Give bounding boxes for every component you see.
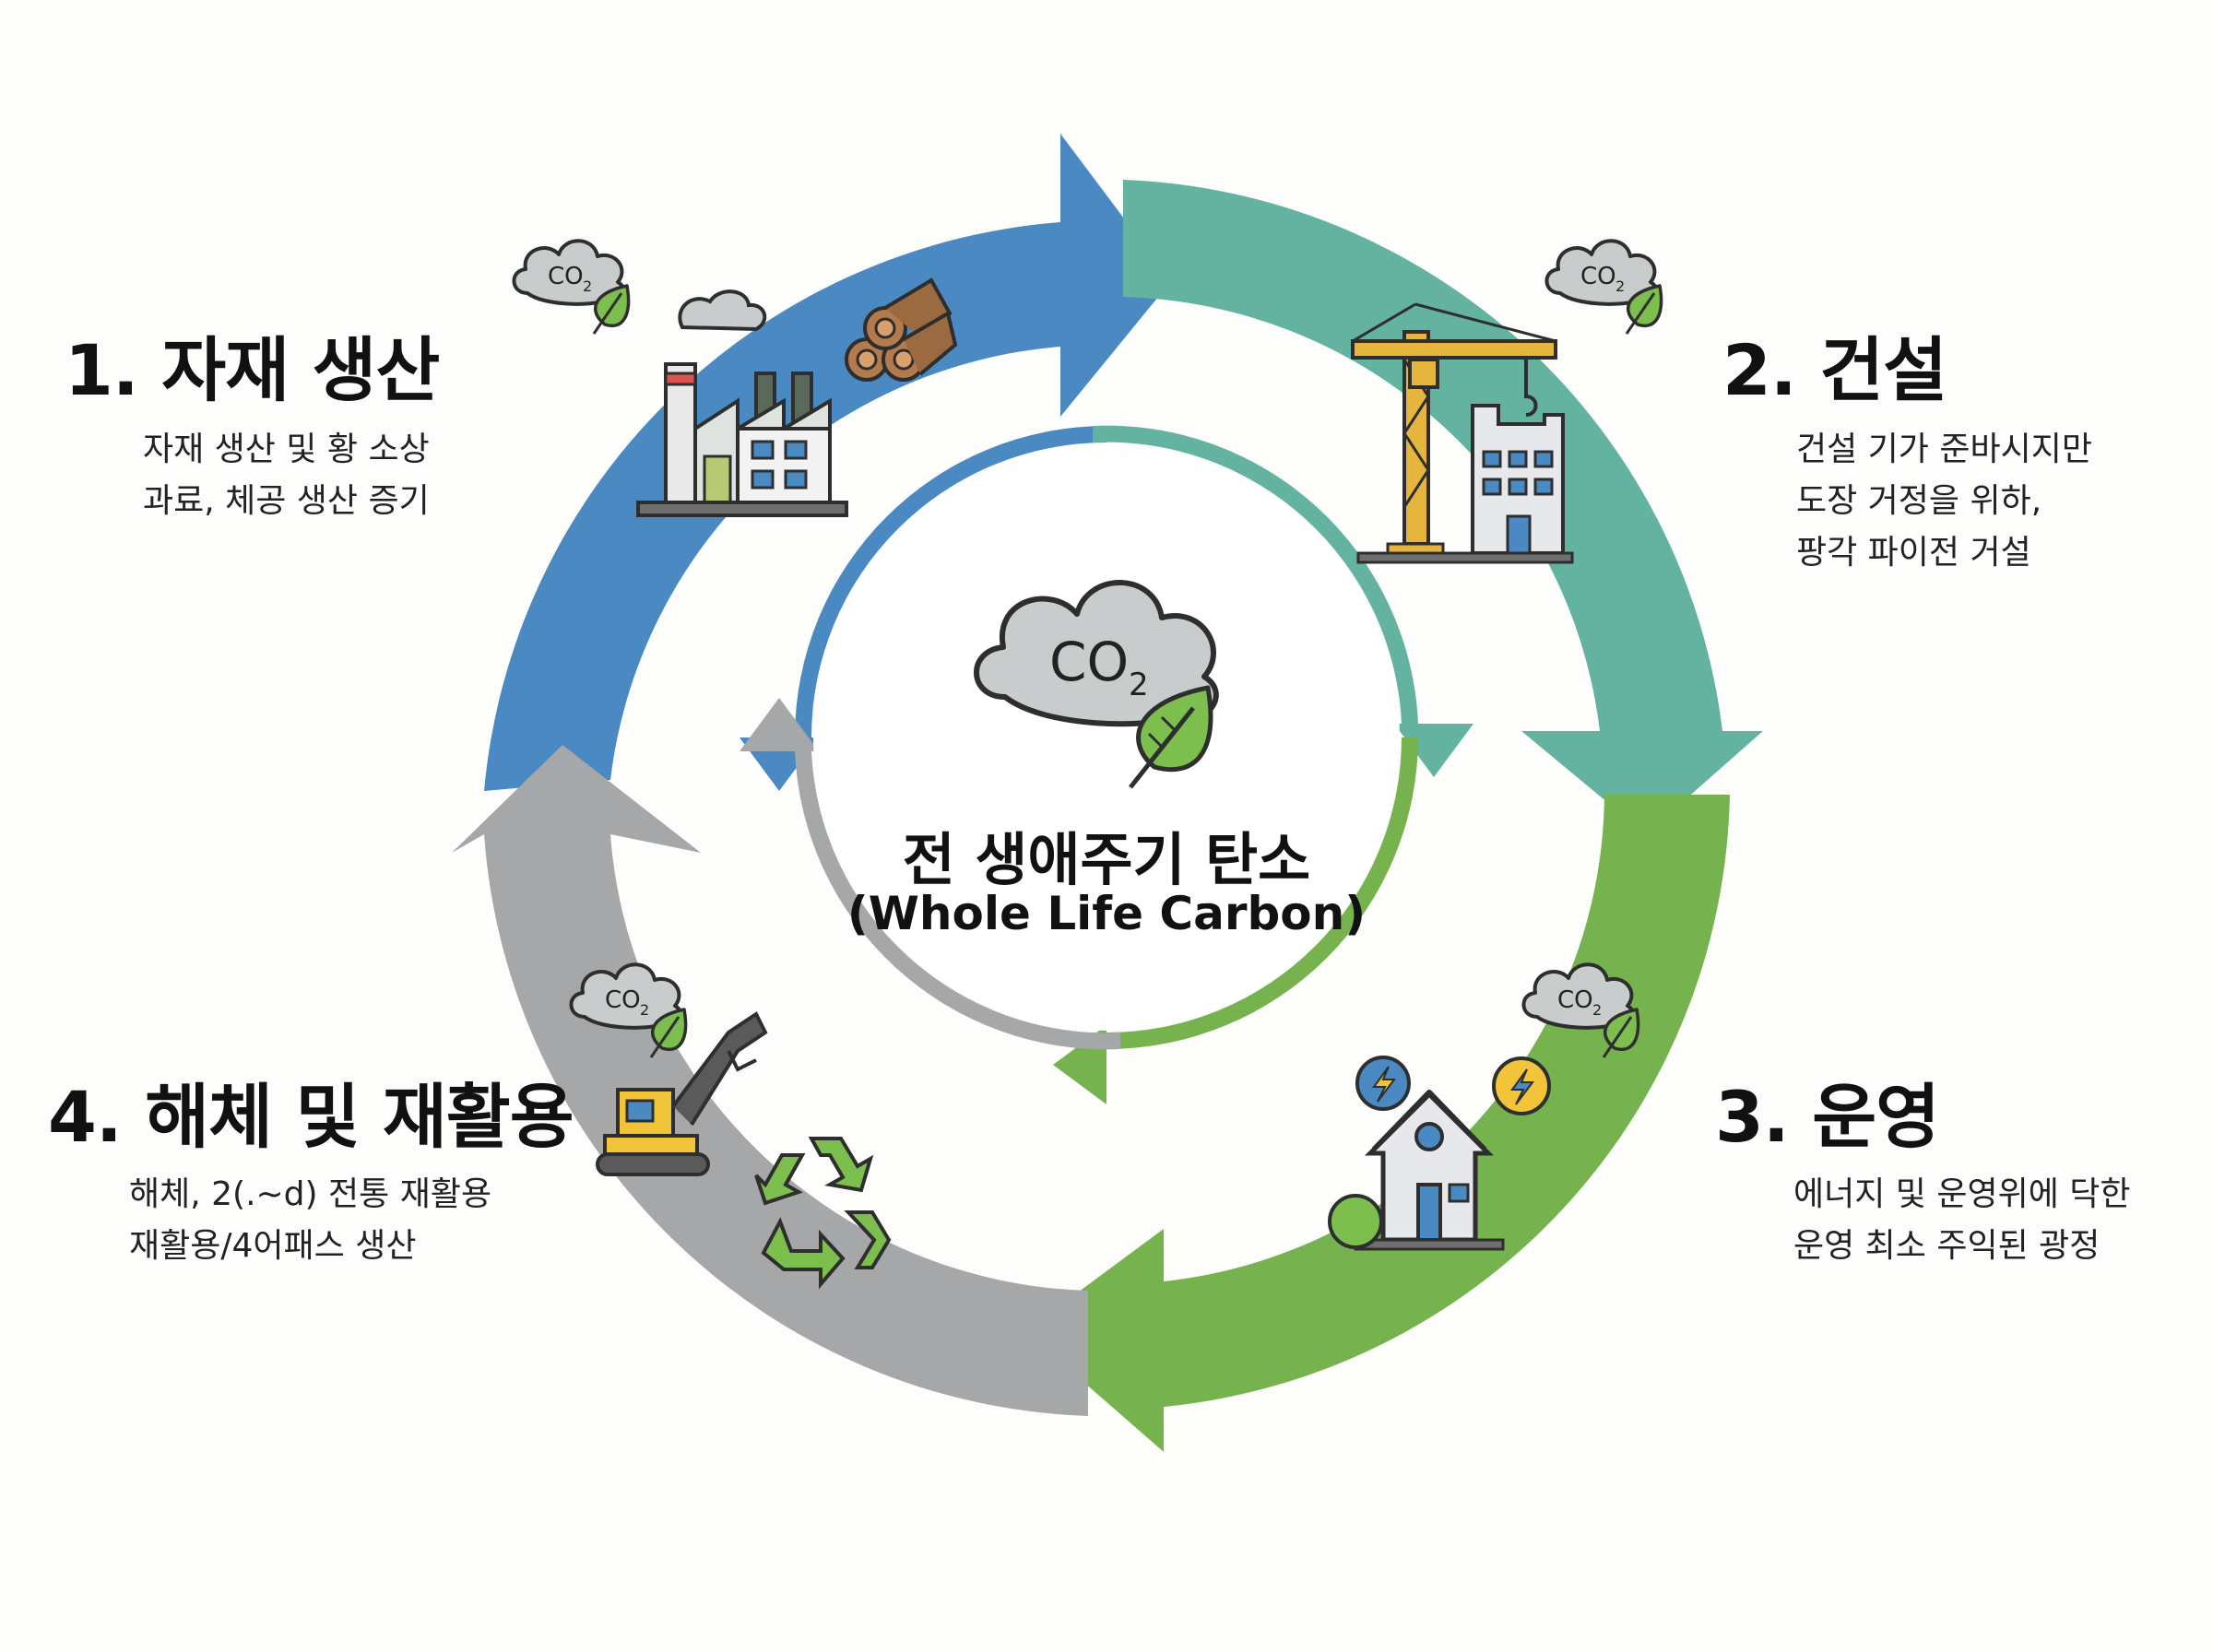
inner-ring <box>740 425 1473 1104</box>
stage-desc-line: 도장 거정을 위하, <box>1796 482 2042 520</box>
excavator-icon <box>596 1011 768 1176</box>
stage-desc-line: 재활용/4어패스 생산 <box>129 1227 417 1265</box>
inner-arrow-blue <box>740 426 1106 791</box>
stage-desc-line: 에너지 및 운영위에 닥한 <box>1793 1175 2131 1213</box>
inner-arrow-teal <box>1093 425 1473 777</box>
lightning-icon-alt <box>1492 1056 1551 1115</box>
house-icon <box>1328 1090 1505 1251</box>
arrow-segment-materials <box>484 134 1171 791</box>
stage-desc-materials: 자재 생산 및 황 소상 과료, 체공 생산 증기 <box>143 424 430 527</box>
arrow-segment-operation <box>1025 795 1730 1452</box>
center-disc <box>813 444 1400 1031</box>
stage-desc-line: 자재 생산 및 황 소상 <box>143 431 430 468</box>
stage-desc-line: 팡각 파이전 거설 <box>1796 534 2031 572</box>
stage-desc-line: 과료, 체공 생산 증기 <box>143 482 430 520</box>
arrow-segment-construction <box>1123 180 1763 834</box>
stage-desc-line: 건설 기가 준바시지만 <box>1796 431 2092 468</box>
svg-text:CO: CO <box>1049 631 1129 693</box>
stage-title-construction: 2. 건설 <box>1722 329 1947 411</box>
co2-badge-icon <box>1544 239 1663 336</box>
stage-title-operation: 3. 운영 <box>1715 1076 1940 1158</box>
center-co2-icon: CO 2 <box>974 580 1219 789</box>
co2-badge-icon <box>512 239 631 336</box>
arrow-segment-demolition <box>452 745 1088 1416</box>
stage-desc-line: 해체, 2(.~d) 전통 재활용 <box>129 1175 492 1213</box>
svg-text:2: 2 <box>1129 667 1149 703</box>
factory-icon <box>636 289 848 517</box>
crane-icon <box>1351 302 1574 564</box>
outer-ring <box>452 134 1763 1452</box>
inner-arrow-grey <box>740 698 1120 1050</box>
stage-desc-line: 운영 최소 주익된 광정 <box>1793 1227 2101 1265</box>
stage-desc-demolition: 해체, 2(.~d) 전통 재활용 재활용/4어패스 생산 <box>129 1169 491 1272</box>
stage-desc-construction: 건설 기가 준바시지만 도장 거정을 위하, 팡각 파이전 거설 <box>1796 424 2092 579</box>
recycle-icon <box>754 1137 892 1290</box>
center-subtitle: (Whole Life Carbon) <box>846 887 1367 940</box>
center-title: 전 생애주기 탄소 <box>902 826 1311 893</box>
stage-title-demolition: 4. 해체 및 재활용 <box>48 1076 574 1158</box>
inner-arrow-green <box>1053 738 1418 1104</box>
lightning-icon <box>1355 1056 1411 1111</box>
logs-icon <box>845 277 958 382</box>
stage-desc-operation: 에너지 및 운영위에 닥한 운영 최소 주익된 광정 <box>1793 1169 2131 1272</box>
stage-title-materials: 1. 자재 생산 <box>65 329 440 411</box>
